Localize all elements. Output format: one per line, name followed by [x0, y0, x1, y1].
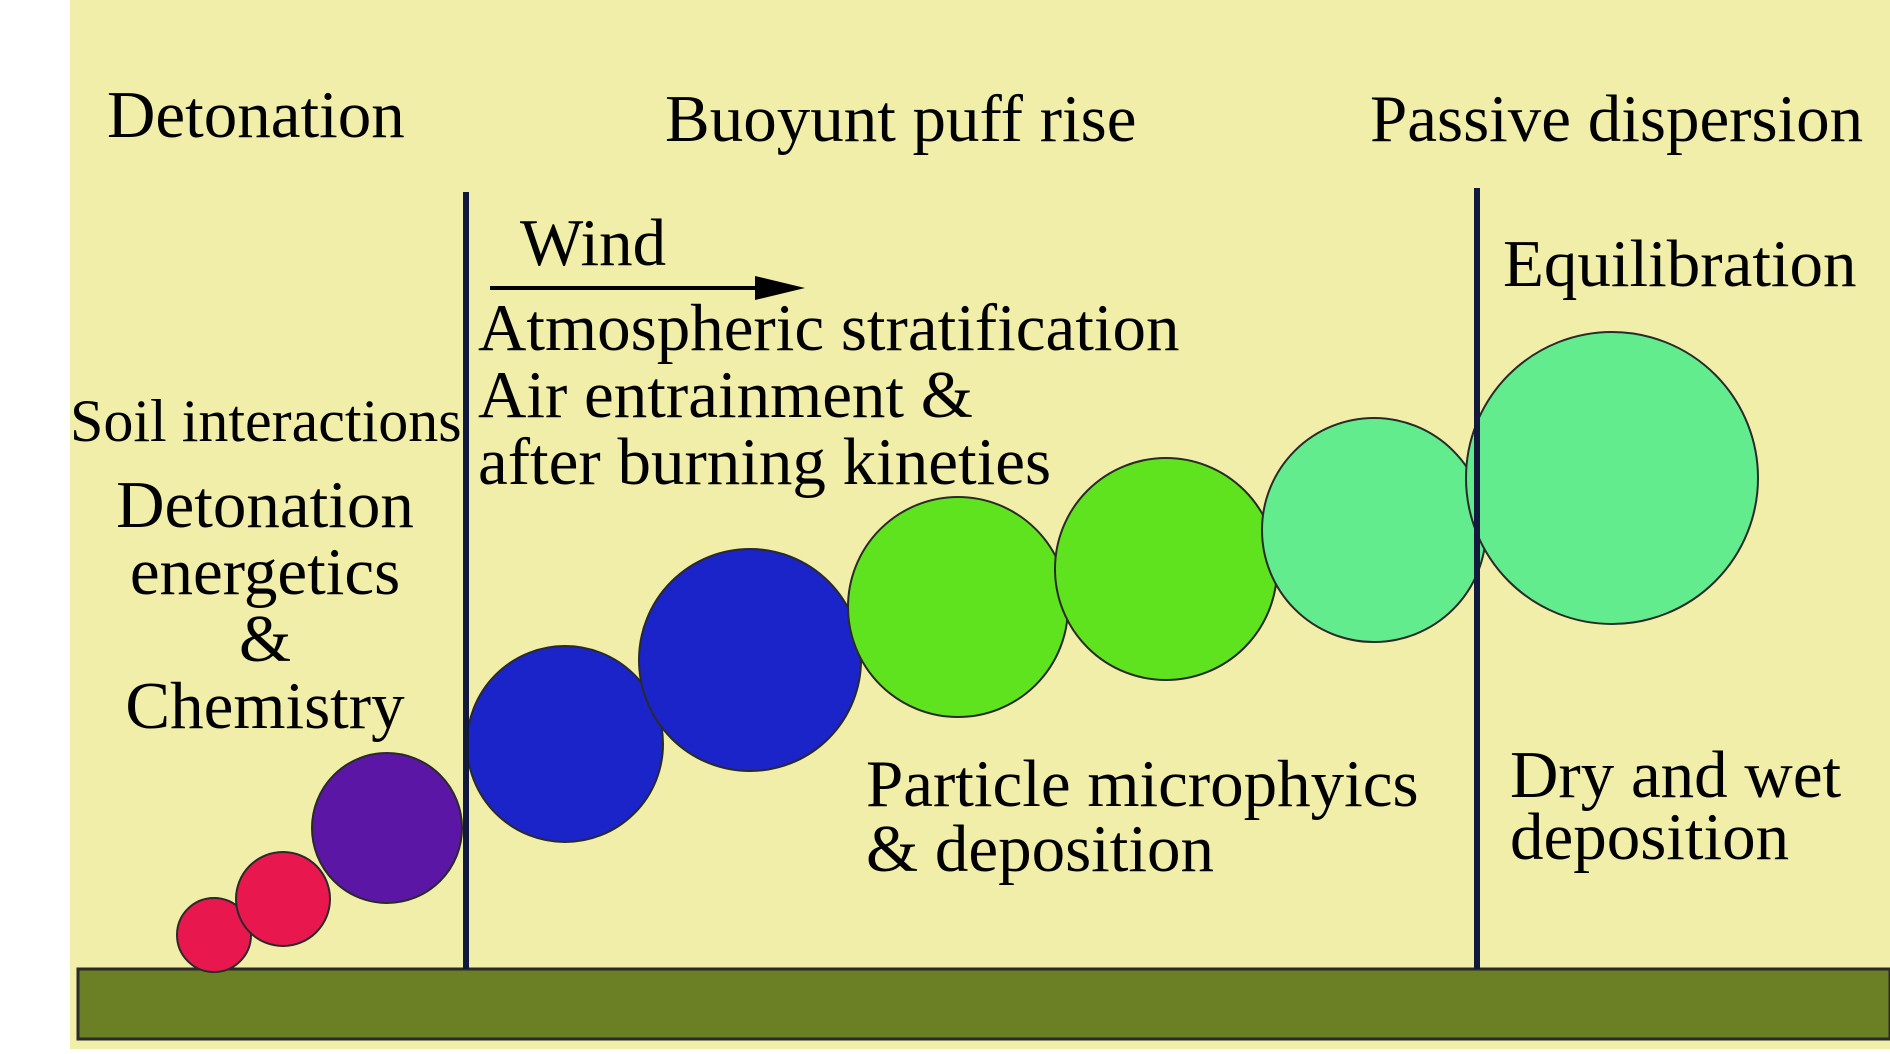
puff-1	[176, 897, 252, 973]
puff-8	[1261, 417, 1487, 643]
wind-label: Wind	[520, 206, 666, 280]
puff-3	[311, 752, 463, 904]
atm-line-1: Atmospheric stratification	[478, 291, 1179, 365]
puff-5	[638, 548, 862, 772]
ground-strip	[76, 967, 1890, 1041]
puff-2	[235, 851, 331, 947]
energetics-line-3: &	[239, 602, 291, 676]
drywet-line-1: Dry and wet	[1510, 738, 1842, 812]
drywet-line-2: deposition	[1510, 800, 1789, 874]
atm-line-2: Air entrainment &	[478, 358, 973, 432]
energetics-line-4: Chemistry	[125, 669, 405, 743]
atm-line-3: after burning kineties	[478, 425, 1051, 499]
puff-7	[1054, 457, 1278, 681]
particle-line-2: & deposition	[866, 812, 1214, 886]
phase-title-passive: Passive dispersion	[1370, 82, 1863, 156]
puff-4	[466, 645, 664, 843]
phase-title-buoyant: Buoyunt puff rise	[665, 82, 1136, 156]
puff-6	[847, 496, 1069, 718]
equilibration-label: Equilibration	[1503, 227, 1857, 301]
wind-arrow-head-icon	[755, 276, 805, 300]
energetics-line-2: energetics	[130, 535, 400, 609]
energetics-line-1: Detonation	[116, 468, 414, 542]
puff-9	[1465, 331, 1759, 625]
particle-line-1: Particle microphyics	[866, 747, 1419, 821]
phase-title-detonation: Detonation	[107, 78, 405, 152]
soil-interactions-label: Soil interactions	[70, 388, 462, 454]
